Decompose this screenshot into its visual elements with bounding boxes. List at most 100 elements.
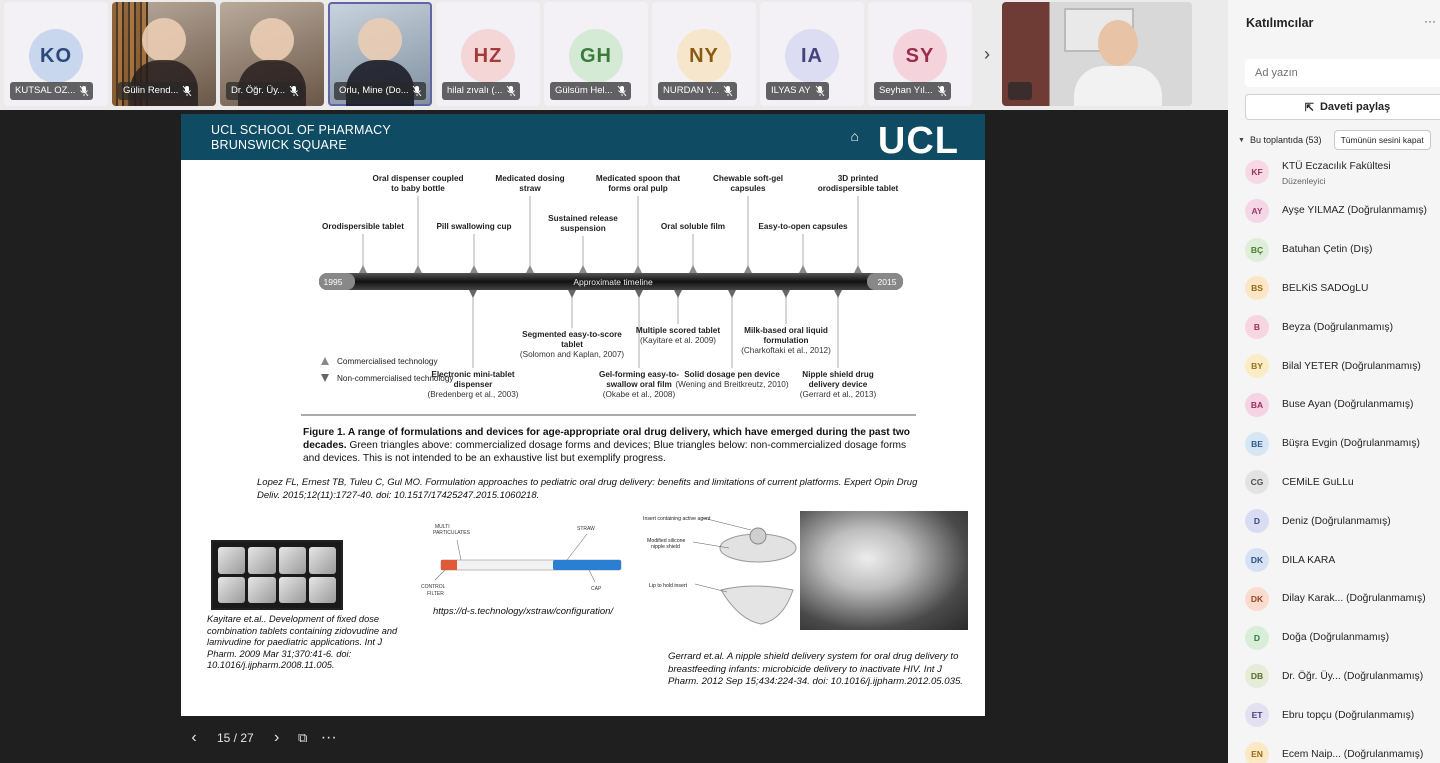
- slide-header-line2: BRUNSWICK SQUARE: [211, 138, 347, 152]
- timeline-start-year: 1995: [324, 277, 343, 287]
- participant-video-tile[interactable]: Gülin Rend...: [112, 2, 216, 106]
- in-meeting-label: Bu toplantıda (53): [1250, 135, 1322, 145]
- participant-name: Buse Ayan (Doğrulanmamış): [1282, 399, 1414, 411]
- participant-name-chip: Gülin Rend...: [118, 82, 197, 100]
- next-slide-icon[interactable]: ›: [274, 729, 280, 746]
- participant-name: Ecem Naip... (Doğrulanmamış): [1282, 748, 1424, 760]
- avatar: B: [1245, 315, 1269, 340]
- participant-video-tile[interactable]: Orlu, Mine (Do...: [328, 2, 432, 106]
- scored-tablet-image: [211, 540, 343, 610]
- participant-search-input[interactable]: [1245, 59, 1440, 87]
- slide-header-line1: UCL SCHOOL OF PHARMACY: [211, 123, 391, 137]
- legend-noncommercial-label: Non-commercialised technology: [337, 374, 454, 383]
- participant-name: Gülin Rend...: [123, 85, 179, 96]
- participant-video: [358, 18, 402, 62]
- participant-name: DILA KARA: [1282, 554, 1336, 566]
- participant-name: Deniz (Doğrulanmamış): [1282, 515, 1391, 527]
- timeline-end-cap: [867, 273, 903, 290]
- share-icon: ⇱: [1304, 101, 1314, 114]
- timeline-label-above-text: to baby bottle: [391, 184, 445, 193]
- reference-kayitare: Kayitare et.al.. Development of fixed do…: [207, 614, 398, 670]
- participant-name: Bilal YETER (Doğrulanmamış): [1282, 360, 1421, 372]
- straw-url: https://d-s.technology/xstraw/configurat…: [433, 606, 614, 617]
- self-video-tile[interactable]: [1002, 2, 1192, 106]
- legend-noncommercial-icon: [321, 374, 329, 382]
- participant-list-item[interactable]: BY Bilal YETER (Doğrulanmamış): [1228, 347, 1440, 385]
- timeline-label-below-text: Multiple scored tablet: [635, 326, 721, 335]
- timeline-label-above-text: Easy-to-open capsules: [758, 222, 848, 231]
- timeline-label-above-text: Pill swallowing cup: [436, 222, 512, 231]
- commercialised-marker: [854, 265, 862, 273]
- participant-video: [250, 18, 294, 62]
- chevron-right-icon[interactable]: ›: [984, 44, 990, 64]
- panel-title: Katılımcılar: [1246, 16, 1314, 30]
- timeline-label-below-citation: (Kayitare et al. 2009): [639, 336, 717, 345]
- timeline-label-above-text: Chewable soft-gel: [712, 174, 784, 183]
- chevron-down-icon: ▼: [1238, 136, 1245, 144]
- participant-name: hilal zıvalı (...: [447, 85, 503, 96]
- avatar: D: [1245, 625, 1269, 650]
- participant-name: KTÜ Eczacılık Fakültesi: [1282, 161, 1391, 172]
- share-invite-button[interactable]: ⇱ Daveti paylaş: [1245, 94, 1440, 120]
- participant-name-chip: Gülsüm Hel...: [550, 82, 631, 100]
- slide-page-counter: 15 / 27: [217, 731, 254, 745]
- avatar: BY: [1245, 354, 1269, 378]
- slide-grid-icon[interactable]: ⧉: [298, 730, 308, 745]
- participant-role: Düzenleyici: [1282, 176, 1326, 186]
- non-commercialised-marker: [469, 290, 477, 298]
- mute-all-button[interactable]: Tümünün sesini kapat: [1333, 130, 1431, 150]
- non-commercialised-marker: [782, 290, 790, 298]
- avatar: AY: [1245, 198, 1269, 223]
- mic-off-icon: [507, 85, 516, 97]
- nipple-shield-diagram: Insert containing active agent Modified …: [643, 516, 797, 625]
- avatar: BA: [1245, 392, 1269, 417]
- participant-video-tile[interactable]: Dr. Öğr. Üy...: [220, 2, 324, 106]
- mic-off-icon: [79, 85, 89, 97]
- timeline-label-above-text: straw: [519, 184, 541, 193]
- reference-gerrard: Gerrard et.al. A nipple shield delivery …: [668, 651, 963, 687]
- timeline-label-below-citation: (Wening and Breitkreutz, 2010): [675, 380, 789, 389]
- previous-slide-icon[interactable]: ‹: [191, 729, 197, 746]
- straw-label-straw: STRAW: [577, 526, 595, 532]
- more-options-icon[interactable]: ···: [1424, 14, 1436, 28]
- participant-list-item[interactable]: BA Buse Ayan (Doğrulanmamış): [1228, 386, 1440, 424]
- participant-name-chip: Dr. Öğr. Üy...: [226, 82, 304, 100]
- more-options-icon[interactable]: ···: [320, 729, 337, 746]
- timeline-label-above-text: capsules: [730, 184, 766, 193]
- participant-list-item[interactable]: D Doğa (Doğrulanmamış): [1228, 619, 1440, 657]
- ucl-portico-icon: ⌂: [850, 128, 859, 144]
- participant-name: Doğa (Doğrulanmamış): [1282, 632, 1390, 644]
- timeline-label-below-text: swallow oral film: [606, 380, 672, 389]
- non-commercialised-marker: [834, 290, 842, 298]
- timeline-label-above: Orodispersible tablet: [322, 222, 404, 232]
- timeline-label-below-citation: (Gerrard et al., 2013): [799, 390, 877, 399]
- commercialised-marker: [359, 265, 367, 273]
- in-meeting-section[interactable]: ▼ Bu toplantıda (53) Tümünün sesini kapa…: [1238, 130, 1440, 150]
- presentation-slide: UCL SCHOOL OF PHARMACY BRUNSWICK SQUARE …: [181, 114, 985, 716]
- timeline-label-above-text: Sustained release: [548, 214, 618, 223]
- mic-off-icon: [937, 85, 947, 97]
- timeline-label-below-citation: (Okabe et al., 2008): [602, 390, 676, 399]
